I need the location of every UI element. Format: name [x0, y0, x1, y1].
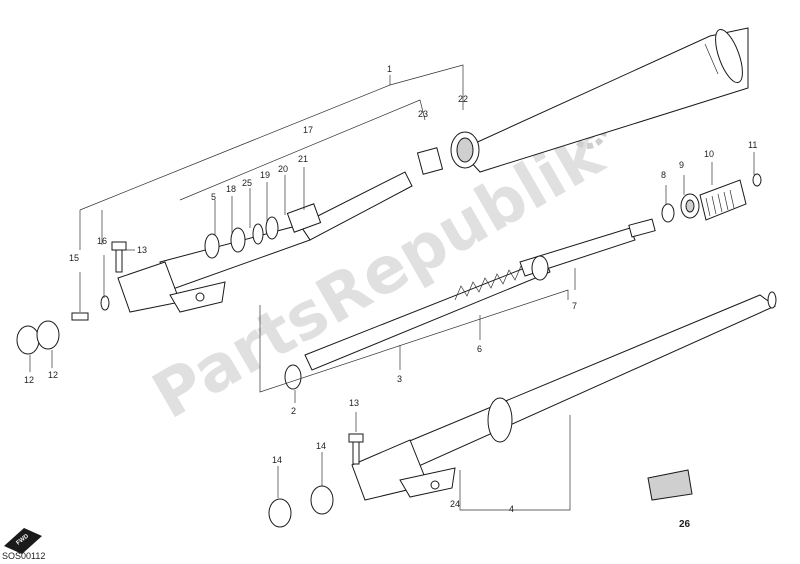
bolt-13-lower[interactable] — [348, 433, 364, 465]
callout-labels: 1 22 23 17 21 20 19 25 18 5 16 15 13 12 … — [24, 64, 757, 530]
callout-17: 17 — [303, 125, 313, 135]
callout-24: 24 — [450, 499, 460, 509]
spring-6[interactable] — [454, 265, 528, 301]
callout-14-b: 14 — [316, 441, 326, 451]
callout-4: 4 — [509, 504, 514, 514]
cartridge-tube-7[interactable] — [519, 218, 656, 281]
callout-23: 23 — [418, 109, 428, 119]
clamp-12-b[interactable] — [36, 320, 60, 350]
callout-13-lower: 13 — [349, 398, 359, 408]
clamp-12-a[interactable] — [16, 325, 40, 355]
top-seal-ring-22[interactable] — [450, 131, 480, 169]
bolt-13-upper[interactable] — [111, 241, 127, 273]
clamp-14-a[interactable] — [268, 498, 292, 528]
fork-foot-left[interactable] — [117, 261, 226, 313]
bush-2[interactable] — [284, 364, 302, 390]
callout-26: 26 — [679, 519, 691, 530]
washer-9[interactable] — [680, 193, 700, 219]
callout-8: 8 — [661, 170, 666, 180]
callout-18: 18 — [226, 184, 236, 194]
callout-25: 25 — [242, 178, 252, 188]
callout-10: 10 — [704, 149, 714, 159]
washer-16[interactable] — [100, 295, 110, 311]
preload-adjuster-10[interactable] — [699, 179, 747, 221]
diagram-code: SOS00112 — [2, 551, 46, 561]
callout-19: 19 — [260, 170, 270, 180]
outer-tube-lower-4[interactable] — [399, 291, 777, 471]
seal-stack-17[interactable] — [204, 203, 322, 259]
callout-13-upper: 13 — [137, 245, 147, 255]
callout-20: 20 — [278, 164, 288, 174]
callout-6: 6 — [477, 344, 482, 354]
fwd-arrow-icon: FWD — [4, 528, 42, 554]
callout-14-a: 14 — [272, 455, 282, 465]
callout-7: 7 — [572, 301, 577, 311]
callout-12-b: 12 — [48, 370, 58, 380]
damper-rod-3[interactable] — [304, 259, 551, 371]
callout-2: 2 — [291, 406, 296, 416]
screw-15[interactable] — [71, 312, 89, 321]
nut-8[interactable] — [661, 203, 675, 223]
callout-3: 3 — [397, 374, 402, 384]
leader-lines — [29, 64, 755, 511]
callout-1: 1 — [387, 64, 392, 74]
callout-12-a: 12 — [24, 375, 34, 385]
callout-16: 16 — [97, 236, 107, 246]
callout-11: 11 — [748, 140, 757, 150]
bush-23[interactable] — [416, 147, 444, 175]
fork-foot-right[interactable] — [351, 439, 456, 501]
callout-5: 5 — [211, 192, 216, 202]
callout-9: 9 — [679, 160, 684, 170]
label-plate-26[interactable] — [647, 469, 693, 501]
callout-22: 22 — [458, 94, 468, 104]
outer-tube-upper[interactable] — [459, 26, 749, 173]
clamp-14-b[interactable] — [310, 485, 334, 515]
callout-15: 15 — [69, 253, 79, 263]
callout-21: 21 — [298, 154, 308, 164]
clip-11[interactable] — [752, 173, 762, 187]
